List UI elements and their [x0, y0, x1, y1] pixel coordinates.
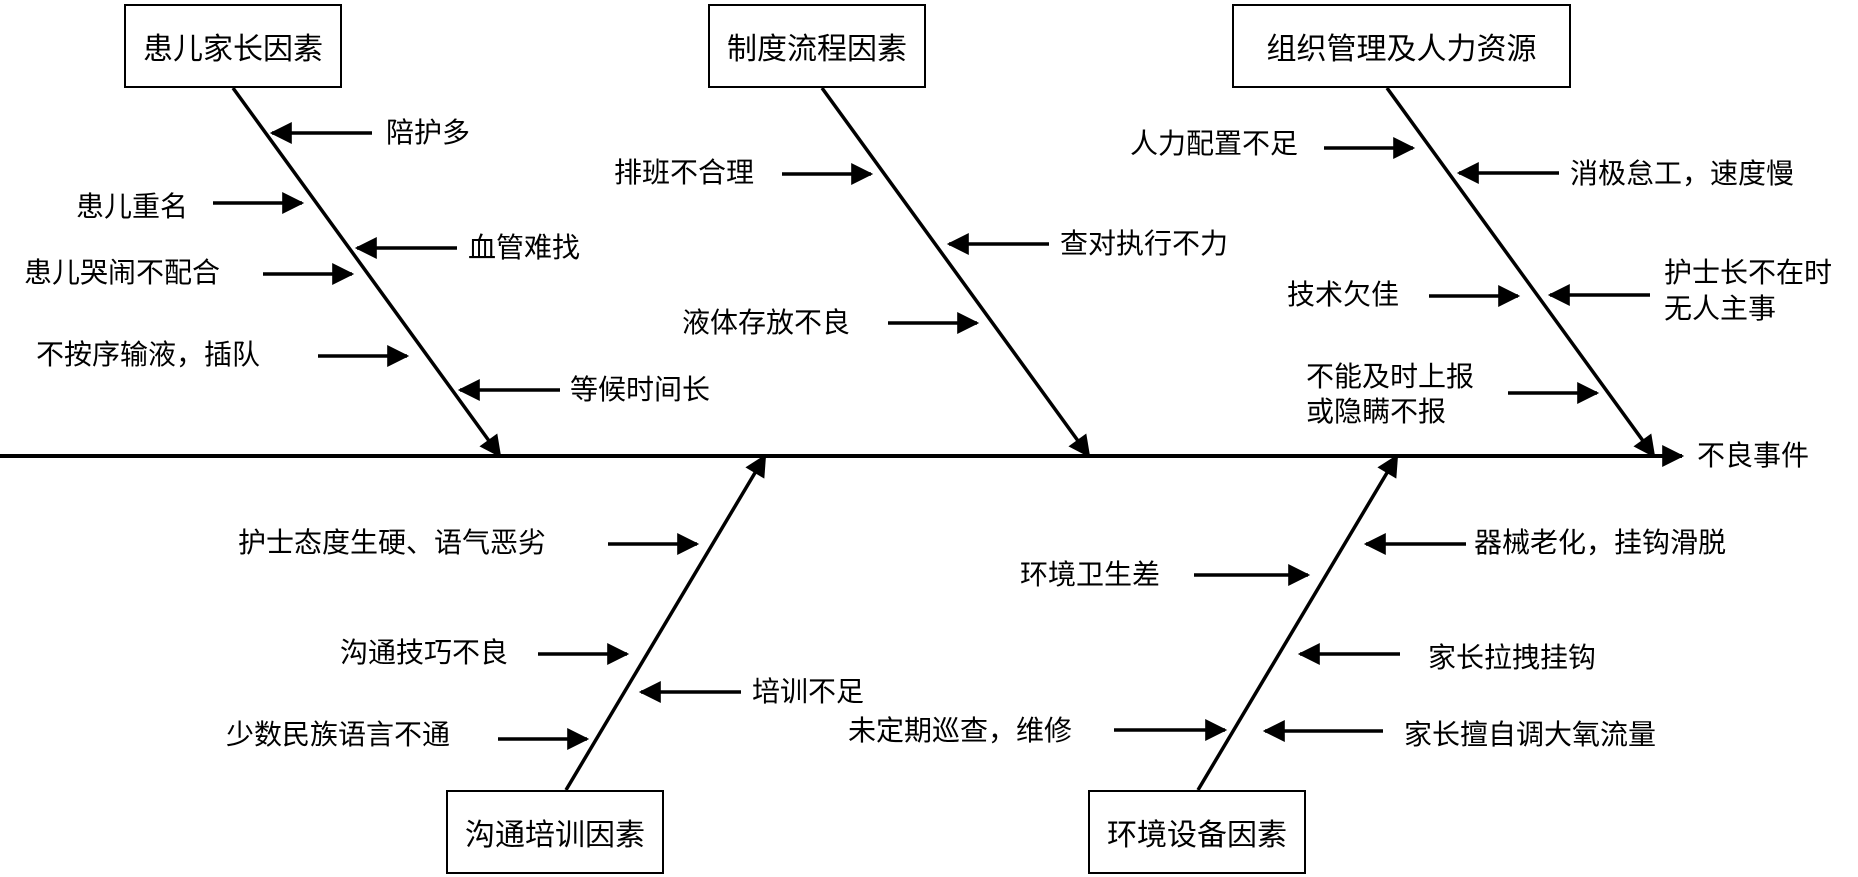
cause-label: 等候时间长 [570, 373, 711, 406]
cause-label: 沟通技巧不良 [340, 636, 509, 669]
category-box-parent: 患儿家长因素 [124, 4, 342, 88]
cause-label: 器械老化，挂钩滑脱 [1474, 526, 1727, 559]
cause-label: 家长擅自调大氧流量 [1404, 718, 1657, 751]
bone-environment [1196, 454, 1399, 791]
cause-label: 排班不合理 [614, 156, 755, 189]
bone-organization [1385, 86, 1656, 458]
category-title-organization: 组织管理及人力资源 [1266, 32, 1537, 67]
cause-label: 陪护多 [386, 116, 471, 149]
cause-label: 无人主事 [1664, 292, 1777, 325]
bone-communication [564, 454, 767, 791]
category-title-process: 制度流程因素 [727, 32, 907, 67]
cause-label: 未定期巡查，维修 [848, 714, 1073, 747]
cause-label: 查对执行不力 [1060, 227, 1229, 260]
cause-label: 少数民族语言不通 [226, 718, 451, 751]
category-box-communication: 沟通培训因素 [446, 790, 664, 874]
category-title-environment: 环境设备因素 [1107, 818, 1287, 853]
outcome-label: 不良事件 [1697, 439, 1810, 472]
cause-label: 技术欠佳 [1287, 278, 1400, 311]
bone-parent [231, 86, 502, 458]
cause-label: 护士长不在时 [1664, 256, 1833, 289]
cause-label: 患儿重名 [76, 190, 189, 223]
category-title-parent: 患儿家长因素 [143, 32, 323, 67]
cause-label: 消极怠工，速度慢 [1570, 157, 1795, 190]
cause-label: 血管难找 [468, 231, 581, 264]
cause-label: 家长拉拽挂钩 [1428, 641, 1597, 674]
bone-process [820, 86, 1091, 458]
cause-label: 不能及时上报 [1306, 360, 1475, 393]
cause-label: 培训不足 [752, 675, 865, 708]
category-box-process: 制度流程因素 [708, 4, 926, 88]
cause-label: 患儿哭闹不配合 [24, 256, 221, 289]
category-box-environment: 环境设备因素 [1088, 790, 1306, 874]
cause-label: 环境卫生差 [1020, 558, 1161, 591]
cause-label: 或隐瞒不报 [1306, 395, 1447, 428]
category-title-communication: 沟通培训因素 [465, 818, 645, 853]
cause-label: 护士态度生硬、语气恶劣 [238, 526, 547, 559]
cause-label: 液体存放不良 [682, 306, 851, 339]
cause-label: 不按序输液，插队 [36, 338, 261, 371]
category-box-organization: 组织管理及人力资源 [1232, 4, 1571, 88]
cause-label: 人力配置不足 [1130, 127, 1299, 160]
